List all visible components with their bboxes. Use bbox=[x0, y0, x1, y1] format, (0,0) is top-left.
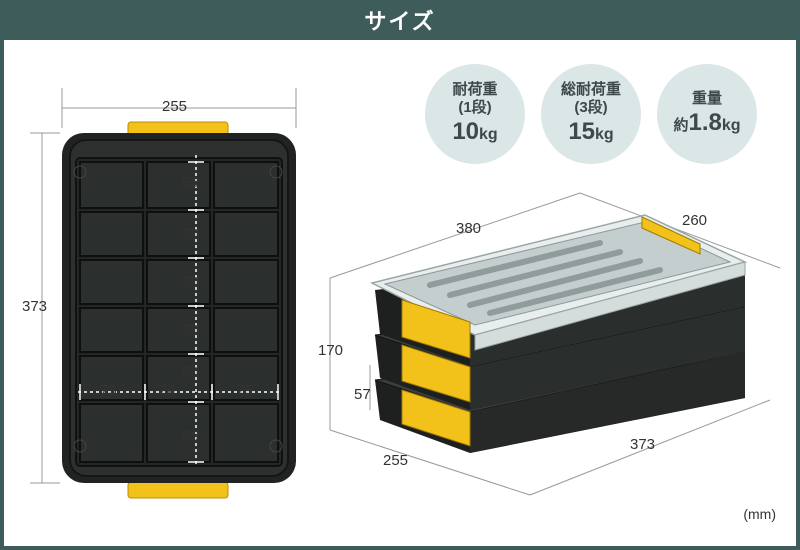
bottom-latch bbox=[127, 481, 229, 499]
weight-badge: 重量 約1.8kg bbox=[657, 64, 757, 164]
top-view-box bbox=[30, 88, 297, 499]
row-label: 50 bbox=[182, 274, 199, 291]
column-label: 75 bbox=[100, 382, 117, 399]
badge-unit: kg bbox=[595, 126, 614, 143]
length-label: 380 bbox=[456, 220, 482, 237]
column-label: 74 bbox=[158, 382, 175, 399]
badge-sublabel: (3段) bbox=[574, 99, 608, 116]
top-height-label: 373 bbox=[22, 298, 48, 315]
base-width-label: 255 bbox=[383, 452, 409, 469]
badge-unit: kg bbox=[479, 126, 498, 143]
badge-label: 総耐荷重 bbox=[560, 81, 621, 98]
height-label: 170 bbox=[318, 342, 344, 359]
base-length-label: 373 bbox=[630, 436, 656, 453]
header-bar: サイズ bbox=[0, 0, 800, 40]
badge-value: 1.8 bbox=[688, 109, 722, 136]
load-capacity-total-badge: 総耐荷重 (3段) 15kg bbox=[541, 64, 641, 164]
badge-sublabel: (1段) bbox=[458, 99, 492, 116]
row-label: 50 bbox=[182, 226, 199, 243]
badge-label: 重量 bbox=[691, 90, 722, 107]
row-label: 55 bbox=[182, 174, 199, 191]
badge-label: 耐荷重 bbox=[452, 81, 498, 98]
badge-unit: kg bbox=[721, 117, 741, 134]
badge-prefix: 約 bbox=[673, 117, 689, 134]
column-label: 75 bbox=[236, 382, 253, 399]
unit-note: (mm) bbox=[743, 506, 776, 522]
load-capacity-single-badge: 耐荷重 (1段) 10kg bbox=[425, 64, 525, 164]
top-width-label: 255 bbox=[162, 98, 188, 115]
depth-label: 260 bbox=[682, 212, 708, 229]
row-label: 50 bbox=[182, 322, 199, 339]
tier-height-label: 57 bbox=[354, 386, 371, 403]
badge-value: 10 bbox=[452, 118, 480, 145]
row-label: 50 bbox=[182, 364, 199, 381]
page-title: サイズ bbox=[364, 9, 436, 34]
stacked-boxes-view bbox=[329, 192, 781, 496]
badge-value: 15 bbox=[568, 118, 596, 145]
row-label: 55 bbox=[182, 428, 199, 445]
